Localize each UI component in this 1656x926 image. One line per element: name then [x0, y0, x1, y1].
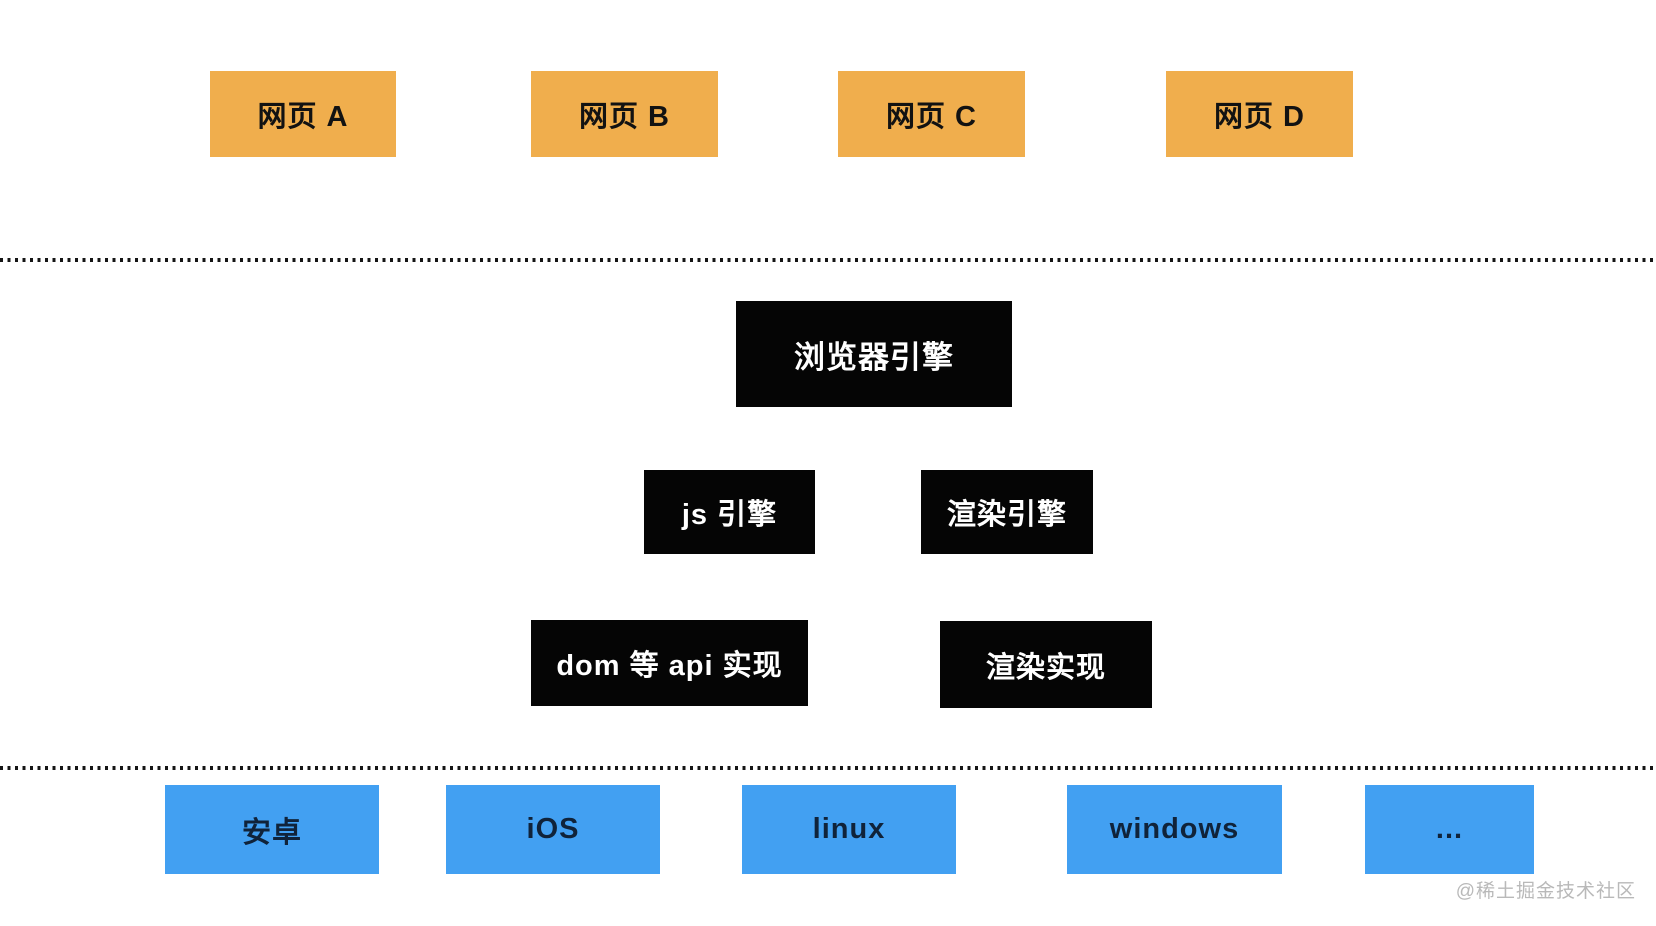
- layer-divider-bottom: [0, 766, 1656, 770]
- webpage-box-d: 网页 D: [1166, 71, 1353, 157]
- os-more-label: ...: [1435, 813, 1464, 845]
- dom-api-impl-label: dom 等 api 实现: [556, 650, 783, 682]
- webpage-box-d-label: 网页 D: [1213, 101, 1305, 133]
- watermark-credit: @稀土掘金技术社区: [1455, 881, 1636, 902]
- render-impl-label: 渲染实现: [985, 651, 1106, 684]
- webpage-box-c-label: 网页 C: [885, 101, 977, 133]
- os-windows-label: windows: [1109, 813, 1240, 845]
- browser-engine-box: 浏览器引擎: [736, 301, 1012, 407]
- layer-divider-top: [0, 258, 1656, 262]
- js-engine-box: js 引擎: [644, 470, 815, 554]
- render-engine-box: 渲染引擎: [921, 470, 1093, 554]
- webpage-box-c: 网页 C: [838, 71, 1025, 157]
- render-engine-label: 渲染引擎: [946, 499, 1067, 531]
- webpage-box-a-label: 网页 A: [257, 101, 349, 133]
- os-android-label: 安卓: [241, 816, 302, 849]
- webpage-box-b-label: 网页 B: [578, 101, 670, 133]
- os-box-linux: linux: [742, 785, 956, 874]
- js-engine-label: js 引擎: [681, 499, 778, 531]
- webpage-box-b: 网页 B: [531, 71, 718, 157]
- webpage-box-a: 网页 A: [210, 71, 396, 157]
- os-box-more: ...: [1365, 785, 1534, 874]
- os-ios-label: iOS: [526, 813, 580, 845]
- os-box-android: 安卓: [165, 785, 379, 874]
- browser-engine-label: 浏览器引擎: [794, 339, 954, 375]
- dom-api-impl-box: dom 等 api 实现: [531, 620, 808, 706]
- os-linux-label: linux: [812, 813, 886, 845]
- render-impl-box: 渲染实现: [940, 621, 1152, 708]
- os-box-windows: windows: [1067, 785, 1282, 874]
- os-box-ios: iOS: [446, 785, 660, 874]
